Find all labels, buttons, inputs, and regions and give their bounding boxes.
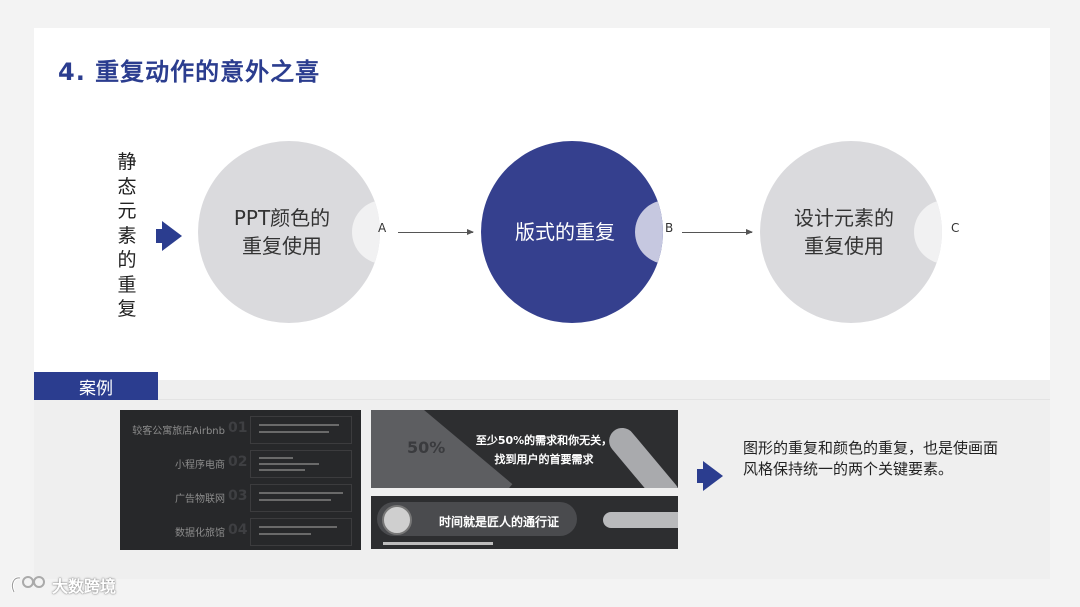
side-char: 复 [117,298,137,320]
list-item-label: 广告物联网 [175,494,225,505]
static-element-repeat-label: 静 态 元 素 的 重 复 [116,150,138,322]
example-image-needs: 50% 至少50%的需求和你无关， 找到用户的首要需求 [371,410,678,488]
side-char: 态 [117,175,137,198]
letter-a: A [378,221,387,235]
circle-text-line: 设计元素的 [794,206,894,230]
circle-text-line: 重复使用 [804,234,884,258]
list-item: 数据化旅馆 04 [120,518,361,546]
pill-shape [603,512,678,528]
arrow-right-icon-stem [156,229,164,243]
list-item: 较客公寓旅店Airbnb 01 [120,416,361,444]
case-divider [158,399,1050,400]
letter-b: B [665,221,674,235]
list-item-box [250,518,352,546]
circle-ppt-color-repeat: PPT颜色的 重复使用 [198,141,380,323]
needs-line: 至少50%的需求和你无关， [475,434,613,447]
circle-layout-repeat: 版式的重复 [481,141,663,323]
side-char: 的 [117,249,137,271]
list-item-number: 02 [228,454,248,470]
arrow-right-icon [703,461,723,491]
needs-line: 找到用户的首要需求 [494,453,594,466]
list-item: 小程序电商 02 [120,450,361,478]
side-char: 重 [117,273,137,296]
case-description: 图形的重复和颜色的重复，也是使画面风格保持统一的两个关键要素。 [743,439,999,478]
list-item-box [250,416,352,444]
list-item-number: 01 [228,420,248,436]
case-tab: 案例 [34,372,158,400]
list-item-label: 数据化旅馆 [175,528,225,539]
watermark-text: 大数跨境 [52,577,117,596]
list-item-label: 小程序电商 [175,460,225,471]
page-title: 4. 重复动作的意外之喜 [58,58,321,86]
circle-text-line: 版式的重复 [515,220,615,244]
connector-arrow [682,229,753,235]
example-image-business-list: 较客公寓旅店Airbnb 01 小程序电商 02 广告物联网 03 数据化旅馆 … [120,410,361,550]
list-item-box [250,484,352,512]
list-item: 广告物联网 03 [120,484,361,512]
example-image-time: 时间就是匠人的通行证 [371,496,678,549]
arrow-right-icon [162,221,182,251]
side-char: 静 [117,151,137,173]
list-item-number: 03 [228,488,248,504]
side-char: 元 [117,200,137,222]
watermark-logo-icon [8,572,48,598]
circle-text-line: PPT颜色的 [233,206,331,230]
arrow-right-icon-stem [697,469,705,483]
list-item-number: 04 [228,522,248,538]
side-char: 素 [117,224,137,247]
letter-c: C [951,221,960,235]
list-item-box [250,450,352,478]
list-item-label: 较客公寓旅店Airbnb [132,426,225,437]
time-slogan: 时间就是匠人的通行证 [439,515,560,529]
underline-bar [383,542,493,545]
circle-text-line: 重复使用 [242,234,322,258]
circle-design-element-repeat: 设计元素的 重复使用 [760,141,942,323]
percent-badge: 50% [407,438,446,457]
watermark: 大数跨境 [8,572,116,598]
connector-arrow [398,229,474,235]
clock-icon [382,505,412,535]
